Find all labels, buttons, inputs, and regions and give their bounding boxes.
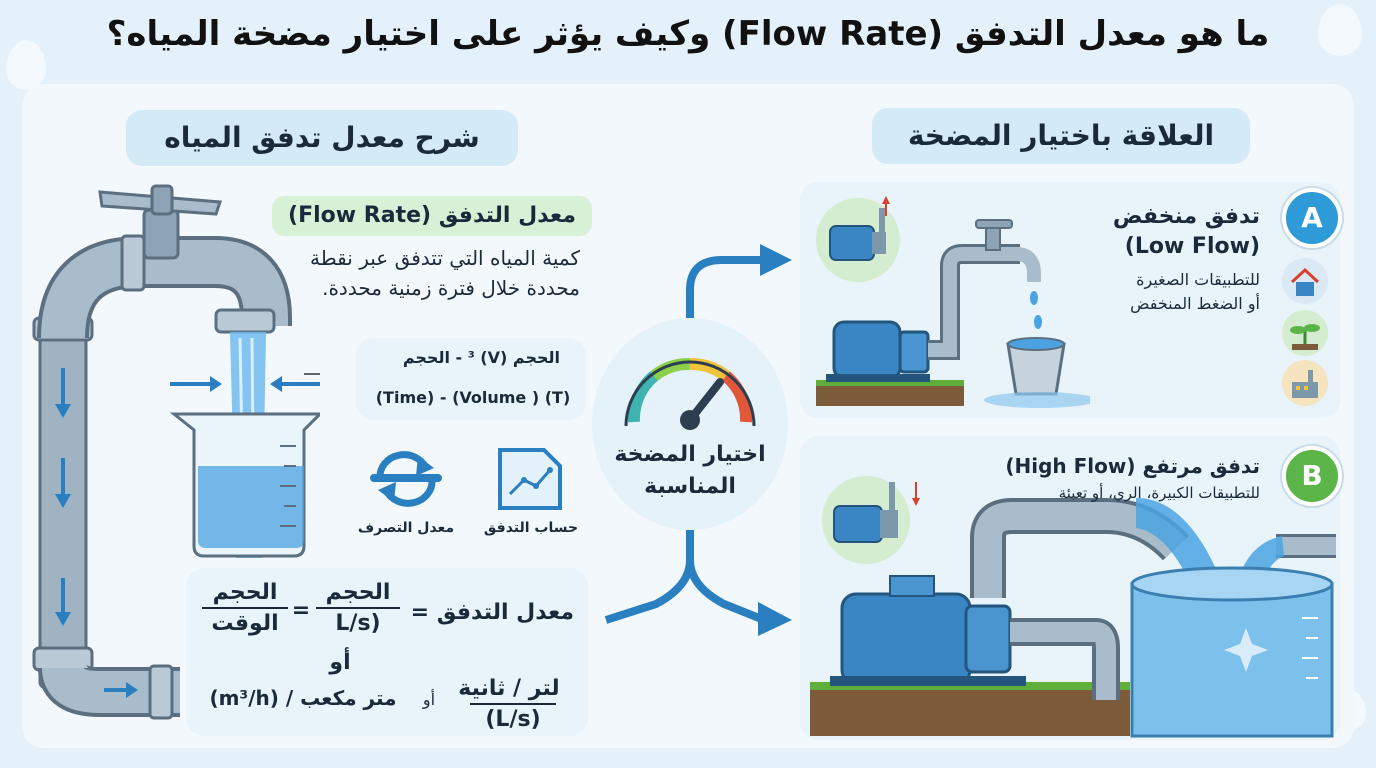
formula-equals: =: [291, 598, 311, 623]
flow-calculation-label: حساب التدفق: [483, 520, 579, 536]
formula-fraction-1: الحجم L/s): [316, 580, 400, 636]
background-drop: [6, 40, 46, 90]
low-flow-illustration: [816, 196, 1090, 408]
factory-icon: [1282, 360, 1328, 406]
high-flow-badge: B: [1282, 446, 1342, 506]
left-section-header: شرح معدل تدفق المياه: [126, 110, 518, 166]
low-flow-desc-1: للتطبيقات الصغيرة: [1136, 270, 1260, 289]
flow-arrows: [604, 244, 792, 636]
volume-time-line-1: الحجم (V) ³ - الحجم: [402, 348, 560, 367]
fraction-1-numerator: الحجم: [316, 580, 400, 609]
fraction-2-numerator: الحجم: [202, 580, 288, 609]
fraction-1-denominator: L/s): [335, 611, 381, 636]
fraction-3-denominator: (L/s): [470, 703, 556, 732]
formula-unit-2: متر مكعب / (m³/h): [209, 686, 397, 710]
discharge-rate-label: معدل التصرف: [357, 520, 455, 536]
right-section-header: العلاقة باختيار المضخة: [872, 108, 1250, 164]
high-flow-desc: للتطبيقات الكبيرة، الري، أو تعبئة: [1058, 484, 1260, 502]
high-flow-title: تدفق مرتفع (High Flow): [1005, 454, 1260, 478]
volume-time-line-2: (Time) - (Volume ) (T): [375, 388, 571, 407]
formula-fraction-3: لتر / ثانية (L/s): [444, 676, 574, 732]
gauge-label-line-2: المناسبة: [644, 474, 736, 499]
low-flow-badge: A: [1282, 188, 1342, 248]
gauge-label-line-1: اختيار المضخة: [614, 442, 766, 467]
refresh-cycle-icon: [370, 451, 442, 507]
formula-lhs: معدل التدفق =: [410, 600, 574, 625]
low-flow-title: تدفق منخفض: [1112, 204, 1260, 229]
definition-label: معدل التدفق (Flow Rate): [272, 196, 592, 236]
flow-chart-icon: [498, 448, 562, 510]
faucet-pipe-illustration: [32, 184, 320, 720]
house-icon: [1282, 258, 1328, 304]
formula-fraction-2: الحجم الوقت: [202, 580, 288, 636]
formula-or: أو: [329, 650, 351, 675]
formula-card: [186, 568, 588, 736]
formula-or-small: أو: [422, 690, 436, 709]
volume-time-card: [356, 338, 586, 420]
fraction-3-numerator: لتر / ثانية: [458, 676, 560, 701]
page-title: ما هو معدل التدفق (Flow Rate) وكيف يؤثر …: [106, 14, 1270, 54]
fraction-2-denominator: الوقت: [211, 611, 279, 636]
low-flow-desc-2: أو الضغط المنخفض: [1130, 294, 1260, 313]
high-flow-illustration: [810, 476, 1336, 738]
definition-line-1: كمية المياه التي تتدفق عبر نقطة: [310, 246, 580, 270]
plant-icon: [1282, 310, 1328, 356]
low-flow-title-en: (Low Flow): [1124, 234, 1260, 259]
definition-line-2: محددة خلال فترة زمنية محددة.: [322, 276, 580, 300]
gauge-icon: [624, 358, 756, 430]
background-drop: [1318, 4, 1362, 56]
